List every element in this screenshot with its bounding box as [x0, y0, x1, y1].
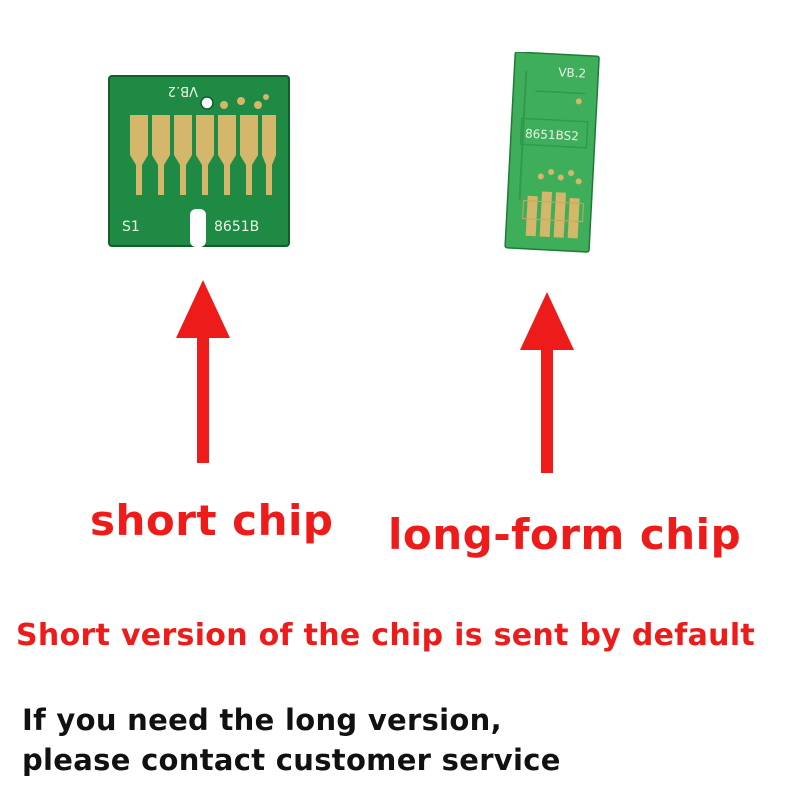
short-chip-version-text: VB.2	[168, 83, 198, 98]
short-chip-s1-text: S1	[122, 219, 140, 235]
long-chip-model-text: 8651BS2	[525, 127, 579, 144]
default-notice: Short version of the chip is sent by def…	[16, 618, 756, 653]
long-chip-version-text: VB.2	[558, 65, 587, 80]
short-chip-arrow-icon	[176, 280, 230, 463]
contact-notice-line-1: If you need the long version,	[22, 703, 502, 737]
short-chip-label: short chip	[90, 496, 334, 545]
long-chip-image: VB.2 8651BS2	[504, 52, 600, 253]
contact-notice: If you need the long version, please con…	[22, 700, 561, 780]
short-chip-image: VB.2 S1 8651B	[108, 75, 290, 247]
long-chip-label: long-form chip	[388, 510, 742, 559]
contact-notice-line-2: please contact customer service	[22, 743, 561, 777]
short-chip-model-text: 8651B	[214, 219, 259, 235]
long-chip-arrow-icon	[520, 292, 574, 473]
